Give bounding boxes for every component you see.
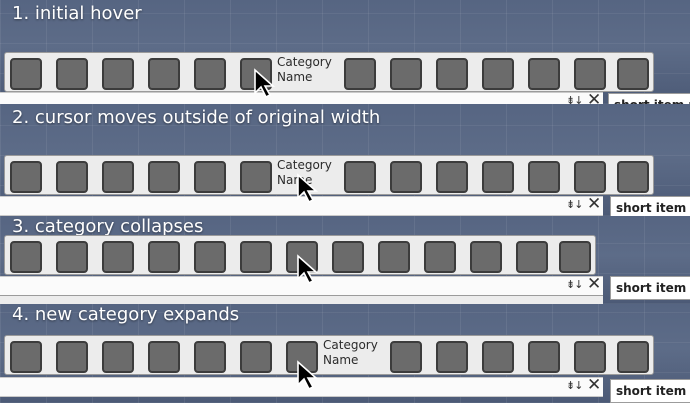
category-tile[interactable]	[194, 241, 226, 273]
category-tile[interactable]	[528, 341, 560, 373]
category-tile[interactable]	[332, 241, 364, 273]
category-tile[interactable]	[10, 58, 42, 90]
category-tile[interactable]	[470, 241, 502, 273]
category-tile[interactable]	[344, 161, 376, 193]
category-tile[interactable]	[102, 341, 134, 373]
cursor-arrow-icon	[297, 254, 319, 285]
step-title: 4. new category expands	[12, 304, 240, 325]
category-tile-expanded[interactable]	[240, 161, 272, 193]
category-tile[interactable]	[102, 241, 134, 273]
tool-strip: ⇟↓ ✕	[0, 90, 603, 104]
sort-icon[interactable]: ⇟↓	[566, 379, 583, 392]
category-tile[interactable]	[148, 58, 180, 90]
category-tile[interactable]	[617, 58, 649, 90]
category-tile[interactable]	[528, 161, 560, 193]
category-tile[interactable]	[102, 161, 134, 193]
category-tile[interactable]	[10, 161, 42, 193]
category-tile[interactable]	[194, 341, 226, 373]
category-tile[interactable]	[617, 161, 649, 193]
category-tile[interactable]	[390, 161, 422, 193]
close-icon[interactable]: ✕	[587, 274, 602, 294]
category-tile[interactable]	[482, 341, 514, 373]
category-tile[interactable]	[10, 241, 42, 273]
category-tile[interactable]	[56, 161, 88, 193]
category-tile[interactable]	[344, 58, 376, 90]
panel-step-3: 3. category collapses ⇟↓ ✕ short item na	[0, 216, 690, 304]
category-tile[interactable]	[390, 341, 422, 373]
category-tile[interactable]	[482, 58, 514, 90]
category-tile[interactable]	[574, 161, 606, 193]
sort-icon[interactable]: ⇟↓	[566, 198, 583, 211]
category-tile[interactable]	[240, 241, 272, 273]
cursor-arrow-icon	[297, 173, 319, 204]
category-tile[interactable]	[56, 341, 88, 373]
category-tile[interactable]	[424, 241, 456, 273]
category-tile[interactable]	[378, 241, 410, 273]
tool-strip: ⇟↓ ✕	[0, 194, 603, 216]
item-name-box[interactable]: short item na	[610, 276, 690, 300]
category-tile[interactable]	[148, 241, 180, 273]
category-tile[interactable]	[148, 341, 180, 373]
step-title: 1. initial hover	[12, 3, 142, 24]
cursor-arrow-icon	[254, 68, 276, 99]
panel-step-2: 2. cursor moves outside of original widt…	[0, 104, 690, 216]
sort-icon[interactable]: ⇟↓	[566, 278, 583, 291]
category-tile[interactable]	[436, 341, 468, 373]
item-name-box[interactable]: short item na	[610, 196, 690, 216]
category-tile[interactable]	[102, 58, 134, 90]
category-tile[interactable]	[482, 161, 514, 193]
category-tile[interactable]	[56, 58, 88, 90]
sort-icon[interactable]: ⇟↓	[566, 94, 583, 104]
category-bar	[4, 235, 596, 275]
close-icon[interactable]: ✕	[587, 90, 602, 104]
next-bar-edge	[0, 295, 603, 304]
close-icon[interactable]: ✕	[587, 375, 602, 395]
category-tile[interactable]	[148, 161, 180, 193]
category-tile[interactable]	[574, 341, 606, 373]
category-tile[interactable]	[194, 161, 226, 193]
item-name-box[interactable]: short item na	[608, 93, 690, 104]
item-name-box[interactable]: short item na	[610, 379, 690, 403]
close-icon[interactable]: ✕	[587, 194, 602, 214]
cursor-arrow-icon	[297, 360, 319, 391]
category-tile[interactable]	[56, 241, 88, 273]
category-tile[interactable]	[516, 241, 548, 273]
category-tile[interactable]	[528, 58, 560, 90]
category-tile[interactable]	[436, 58, 468, 90]
step-title: 2. cursor moves outside of original widt…	[12, 107, 381, 128]
category-tile[interactable]	[574, 58, 606, 90]
category-tile[interactable]	[617, 341, 649, 373]
category-tile[interactable]	[436, 161, 468, 193]
category-tile[interactable]	[559, 241, 591, 273]
step-title: 3. category collapses	[12, 216, 204, 237]
category-tile[interactable]	[10, 341, 42, 373]
category-tile[interactable]	[194, 58, 226, 90]
category-tile[interactable]	[240, 341, 272, 373]
category-tile[interactable]	[390, 58, 422, 90]
